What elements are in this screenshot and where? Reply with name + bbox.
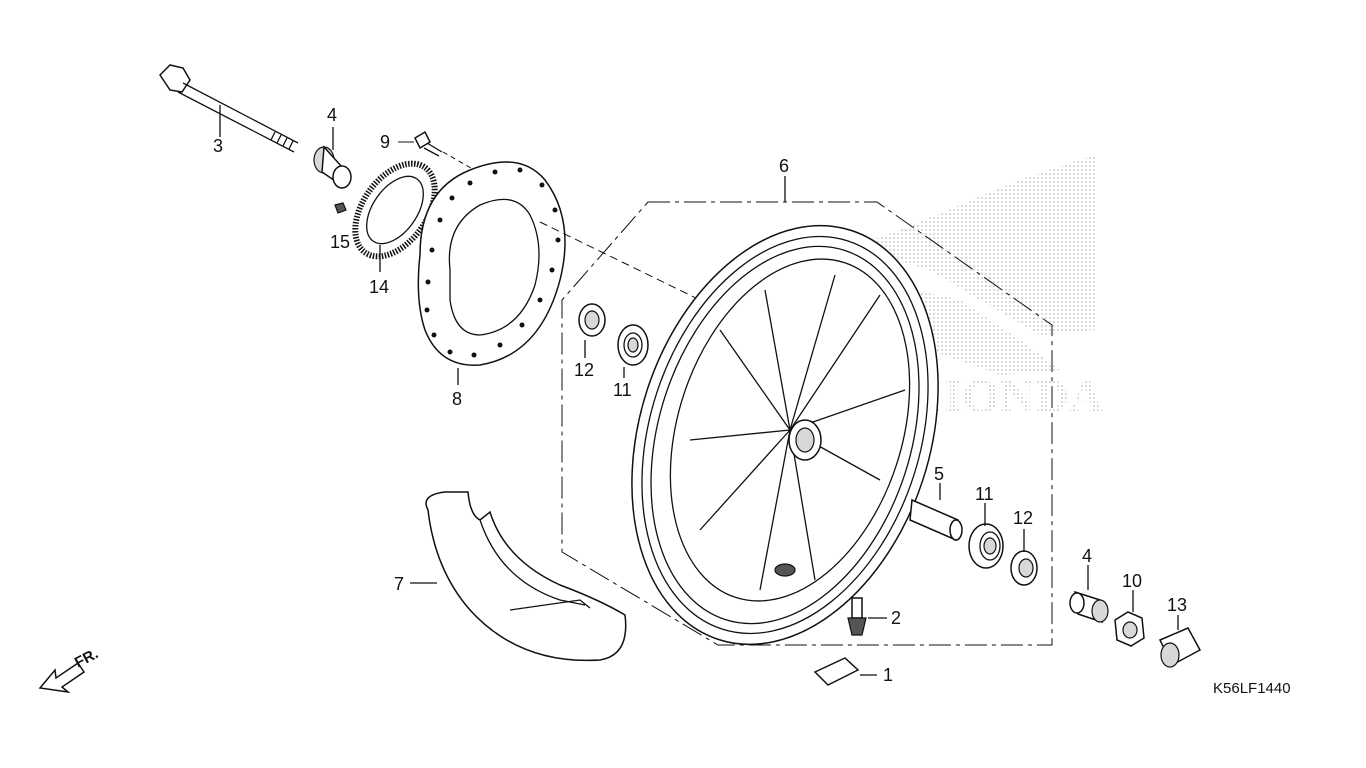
callout-14: 14 bbox=[369, 277, 389, 297]
disc-axis-line bbox=[539, 221, 701, 301]
callout-2: 2 bbox=[891, 608, 901, 628]
screw-9 bbox=[398, 130, 479, 173]
brake-disc bbox=[417, 161, 566, 385]
screw-15 bbox=[334, 202, 347, 214]
bearing-11-right bbox=[968, 503, 1004, 569]
callout-15: 15 bbox=[330, 232, 350, 252]
callout-4-left: 4 bbox=[327, 105, 337, 125]
side-collar-right bbox=[1069, 565, 1109, 624]
callout-4-right: 4 bbox=[1082, 546, 1092, 566]
axle-bolt bbox=[159, 64, 299, 153]
axle-cap bbox=[1158, 615, 1202, 668]
bearing-12-right bbox=[1010, 529, 1038, 586]
honda-watermark-logo: HONDA bbox=[860, 155, 1104, 423]
callout-1: 1 bbox=[883, 665, 893, 685]
balance-weight bbox=[813, 657, 877, 686]
diagram-code: K56LF1440 bbox=[1213, 680, 1291, 697]
wheel-assembly-frame bbox=[561, 201, 1053, 646]
front-direction-arrow: FR. bbox=[38, 645, 101, 694]
callout-12-right: 12 bbox=[1013, 508, 1033, 528]
callout-6: 6 bbox=[779, 156, 789, 176]
distance-collar bbox=[909, 483, 963, 542]
callout-9: 9 bbox=[380, 132, 390, 152]
callout-5: 5 bbox=[934, 464, 944, 484]
callout-8: 8 bbox=[452, 389, 462, 409]
bearing-11-left bbox=[617, 324, 649, 378]
callout-12-left: 12 bbox=[574, 360, 594, 380]
side-collar-left bbox=[313, 127, 352, 189]
valve bbox=[847, 597, 887, 636]
axle-nut bbox=[1114, 590, 1145, 647]
bearing-12-left bbox=[578, 303, 606, 358]
pulser-ring bbox=[352, 160, 438, 272]
callout-3: 3 bbox=[213, 136, 223, 156]
rim-band bbox=[410, 491, 627, 662]
front-wheel bbox=[631, 176, 939, 646]
callout-13: 13 bbox=[1167, 595, 1187, 615]
watermark-text: HONDA bbox=[925, 370, 1104, 423]
callout-7: 7 bbox=[394, 574, 404, 594]
callout-10: 10 bbox=[1122, 571, 1142, 591]
callout-11-right: 11 bbox=[975, 484, 994, 504]
callout-11-left: 11 bbox=[613, 380, 632, 400]
